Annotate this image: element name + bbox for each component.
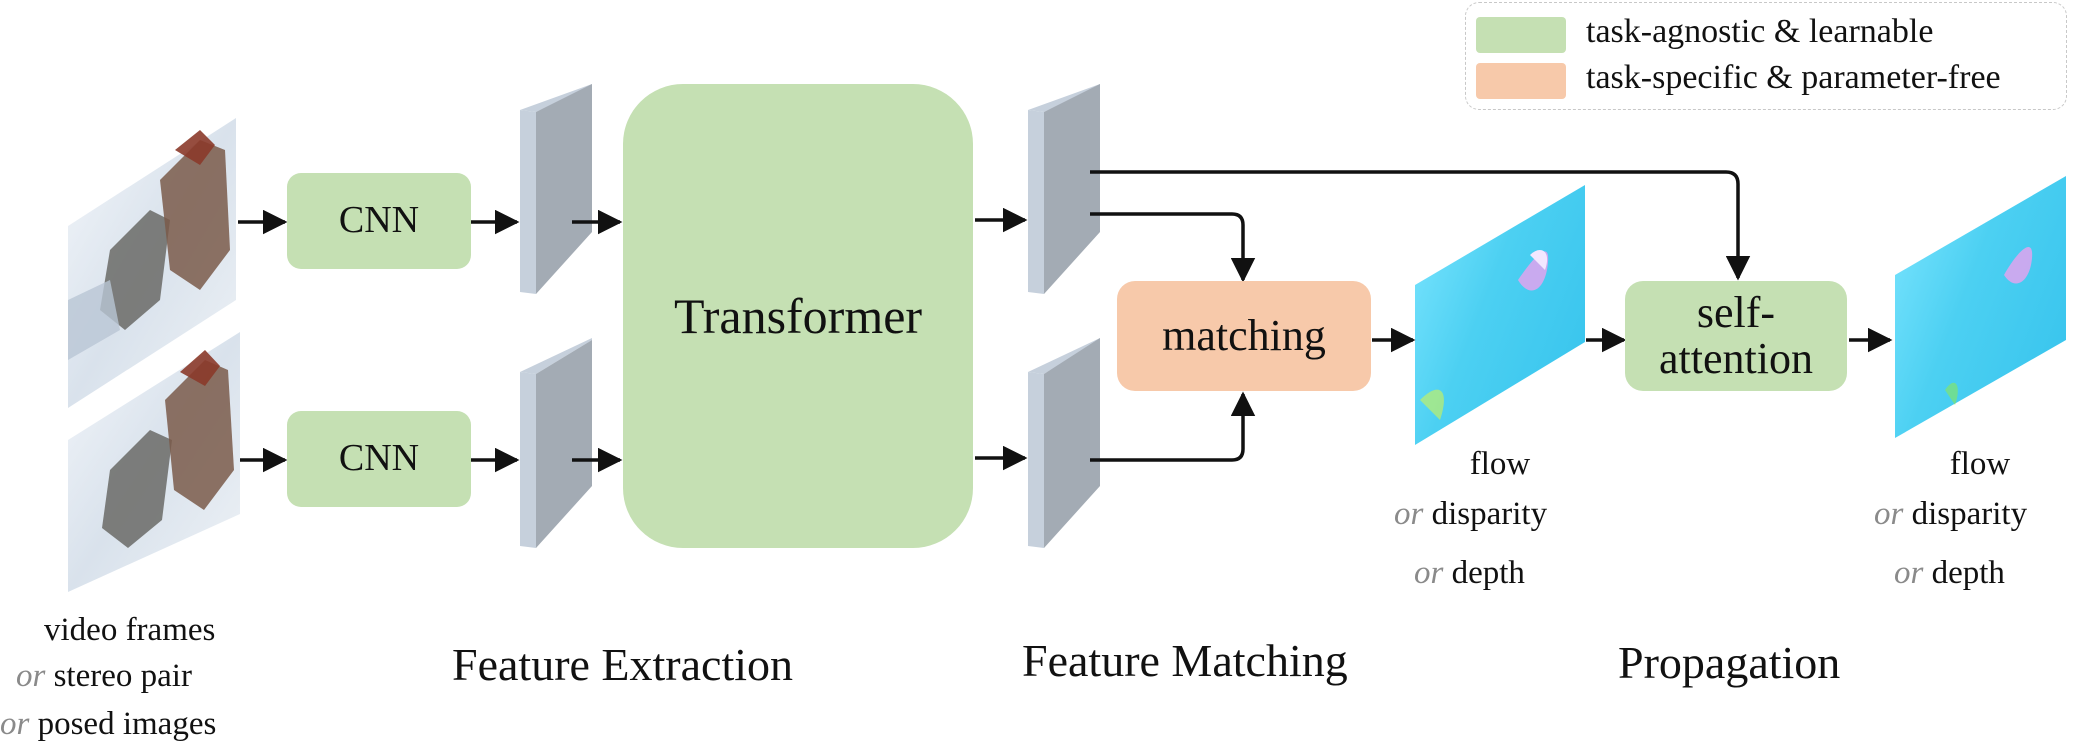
input-caption-stereo: stereo pair [45,658,192,694]
final-output-line1: flow [1949,446,2011,482]
cnn-bottom-label: CNN [338,437,420,480]
arrow-feature-bottom-to-matching [1090,391,1256,462]
cnn-block-top: CNN [287,173,471,269]
arrows [238,170,1893,473]
or-word: or [1394,496,1424,532]
legend: task-agnostic & learnable task-specific … [1465,2,2067,110]
final-output-line3: or depth [1894,555,2005,592]
or-word: or [1874,496,1904,532]
matching-block: matching [1117,281,1371,391]
self-attention-block: self- attention [1625,281,1847,391]
feature-map-transformer-top [1028,84,1100,294]
flow-map-mid [1415,185,1585,445]
or-word: or [0,706,30,742]
final-output-disparity: disparity [1903,496,2028,532]
mid-output-line1: flow [1469,446,1531,482]
final-output-depth: depth [1923,555,2005,591]
transformer-block: Transformer [623,84,973,548]
input-caption-posed: posed images [29,706,217,742]
final-output-line2: or disparity [1874,496,2027,533]
legend-swatch-learnable [1476,17,1566,53]
cnn-top-label: CNN [338,199,420,242]
stage-title-propagation: Propagation [1618,637,1841,688]
cnn-block-bottom: CNN [287,411,471,507]
legend-label-parameter-free: task-specific & parameter-free [1586,59,2001,96]
matching-label: matching [1162,310,1326,360]
feature-map-cnn-top [520,84,592,294]
self-attention-label-line2: attention [1659,334,1813,383]
or-word: or [1894,555,1924,591]
transformer-label: Transformer [673,287,923,344]
mid-output-depth: depth [1443,555,1525,591]
or-word: or [1414,555,1444,591]
legend-label-learnable: task-agnostic & learnable [1586,13,1934,50]
input-caption-line2: or stereo pair [16,658,192,695]
arrow-feature-top-to-self-attention [1090,170,1751,281]
or-word: or [16,658,46,694]
stage-title-feature-matching: Feature Matching [1022,635,1348,686]
input-frame-bottom [68,332,240,592]
arrow-feature-top-to-matching [1090,212,1256,283]
feature-map-cnn-bottom [520,338,592,548]
mid-output-line3: or depth [1414,555,1525,592]
flow-map-final [1895,176,2066,438]
input-frame-top [68,118,236,408]
legend-swatch-parameter-free [1476,63,1566,99]
self-attention-label-line1: self- [1696,287,1776,337]
input-caption-line3: or posed images [0,706,216,743]
feature-map-transformer-bottom [1028,338,1100,548]
stage-title-feature-extraction: Feature Extraction [452,639,794,690]
mid-output-disparity: disparity [1423,496,1548,532]
input-caption-line1: video frames [44,612,216,648]
mid-output-line2: or disparity [1394,496,1547,533]
